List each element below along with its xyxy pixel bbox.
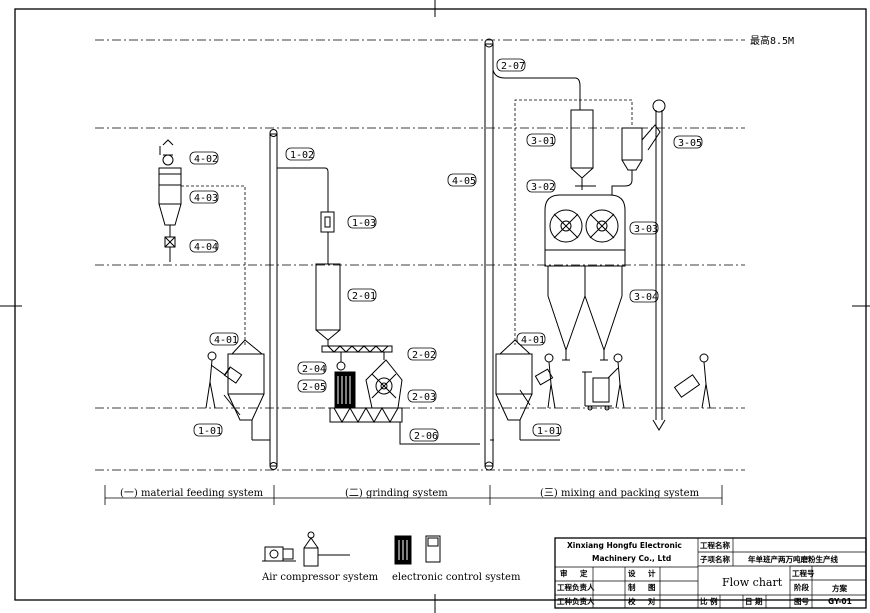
tag-4-05: 4-05 xyxy=(452,176,476,187)
bucket-elevator-3 xyxy=(652,99,666,431)
dust-pipe-1 xyxy=(181,185,246,345)
air-compressor-icon xyxy=(262,531,350,567)
height-note: 最高8.5M xyxy=(750,34,794,47)
filter-3-05 xyxy=(611,124,661,195)
legend-air-compressor: Air compressor system xyxy=(261,572,379,583)
tag-4-02: 4-02 xyxy=(194,154,218,165)
label-project-name: 工程名称 xyxy=(700,540,730,550)
system-divider xyxy=(104,485,723,505)
mill-2-03 xyxy=(365,352,403,409)
tag-texts: 1-02 1-03 2-01 2-02 2-03 2-04 2-05 2-06 … xyxy=(194,61,702,442)
tb-discipline-lead: 工种负责人 xyxy=(557,596,595,606)
drawing-title: Flow chart xyxy=(722,576,783,589)
tb-li: 例 xyxy=(710,596,718,606)
tag-2-06: 2-06 xyxy=(414,431,438,442)
tag-4-01-left: 4-01 xyxy=(214,335,238,346)
tag-2-05: 2-05 xyxy=(302,382,326,393)
tag-1-03: 1-03 xyxy=(352,218,376,229)
pipe-1-02 xyxy=(277,167,329,212)
tag-3-04: 3-04 xyxy=(634,292,658,303)
tb-shen: 审 xyxy=(560,568,568,578)
tag-3-03: 3-03 xyxy=(634,224,658,235)
tb-jiao: 校 xyxy=(628,596,636,606)
tb-qi: 期 xyxy=(755,596,763,606)
drawing-border xyxy=(14,8,867,601)
tb-project-lead: 工程负责人 xyxy=(557,582,595,592)
company-line-2: Machinery Co., Ltd xyxy=(592,554,671,563)
bucket-elevator-1 xyxy=(269,129,278,470)
title-block-text: Xinxiang Hongfu Electronic Machinery Co.… xyxy=(557,540,852,606)
tags xyxy=(189,58,703,442)
tag-2-07: 2-07 xyxy=(501,61,525,72)
worker-figure-right xyxy=(673,353,711,409)
twin-cone-hoppers xyxy=(547,266,623,361)
value-fig-no: GY-01 xyxy=(828,597,852,606)
tag-4-01-right: 4-01 xyxy=(521,335,545,346)
control-cabinet-icon xyxy=(394,535,441,565)
level-lines xyxy=(95,39,745,471)
value-stage: 方案 xyxy=(832,583,847,593)
tag-3-02: 3-02 xyxy=(531,182,555,193)
tb-tu: 图 xyxy=(648,583,656,592)
label-sub-name: 子项名称 xyxy=(700,554,730,564)
system-label-feeding: (一) material feeding system xyxy=(120,488,264,499)
tb-ri: 日 xyxy=(745,597,753,606)
silo-2-01 xyxy=(315,263,341,346)
dust-pipe-4-05 xyxy=(514,99,633,345)
mixer xyxy=(544,194,626,267)
tb-ji: 计 xyxy=(648,568,656,578)
tb-dui: 对 xyxy=(648,596,656,606)
tag-4-04: 4-04 xyxy=(194,242,218,253)
tag-3-05: 3-05 xyxy=(678,138,702,149)
pipe-2-07 xyxy=(492,69,581,110)
title-block xyxy=(554,537,867,609)
tag-1-01-right: 1-01 xyxy=(537,426,561,437)
tag-3-01: 3-01 xyxy=(531,136,555,147)
packing-cart xyxy=(582,353,625,411)
tb-zhi: 制 xyxy=(628,582,636,592)
label-fig-no: 图号 xyxy=(794,597,809,606)
tag-1-02: 1-02 xyxy=(290,150,314,161)
motor-2-04 xyxy=(334,352,356,409)
mill-base xyxy=(329,406,403,424)
system-label-mixing: (三) mixing and packing system xyxy=(540,488,700,499)
system-label-grinding: (二) grinding system xyxy=(345,488,448,499)
tb-bi: 比 xyxy=(700,596,708,606)
tag-2-02: 2-02 xyxy=(412,350,436,361)
tag-2-03: 2-03 xyxy=(412,392,436,403)
bucket-elevator-2 xyxy=(484,38,494,471)
feeding-hopper-right xyxy=(490,339,560,441)
worker-figure-left xyxy=(205,351,243,409)
label-stage: 阶段 xyxy=(794,582,809,592)
tag-1-01-left: 1-01 xyxy=(198,426,222,437)
company-line-1: Xinxiang Hongfu Electronic xyxy=(567,541,682,550)
label-project-no: 工程号 xyxy=(792,569,815,578)
screw-conveyor xyxy=(321,345,393,353)
legend-electronic-control: electronic control system xyxy=(392,572,521,583)
separator xyxy=(320,211,335,264)
tb-she: 设 xyxy=(628,568,636,578)
tag-2-01: 2-01 xyxy=(352,291,376,302)
tag-4-03: 4-03 xyxy=(194,193,218,204)
value-sub-name: 年单班产两万吨磨粉生产线 xyxy=(748,554,838,564)
silo-3-01 xyxy=(570,109,596,190)
worker-figure-mid xyxy=(534,353,556,409)
tag-2-04: 2-04 xyxy=(302,364,326,375)
tb-ding: 定 xyxy=(580,568,588,578)
feeding-hopper-left xyxy=(223,339,270,441)
dust-collector xyxy=(158,139,182,262)
pipe-2-06 xyxy=(399,422,480,445)
